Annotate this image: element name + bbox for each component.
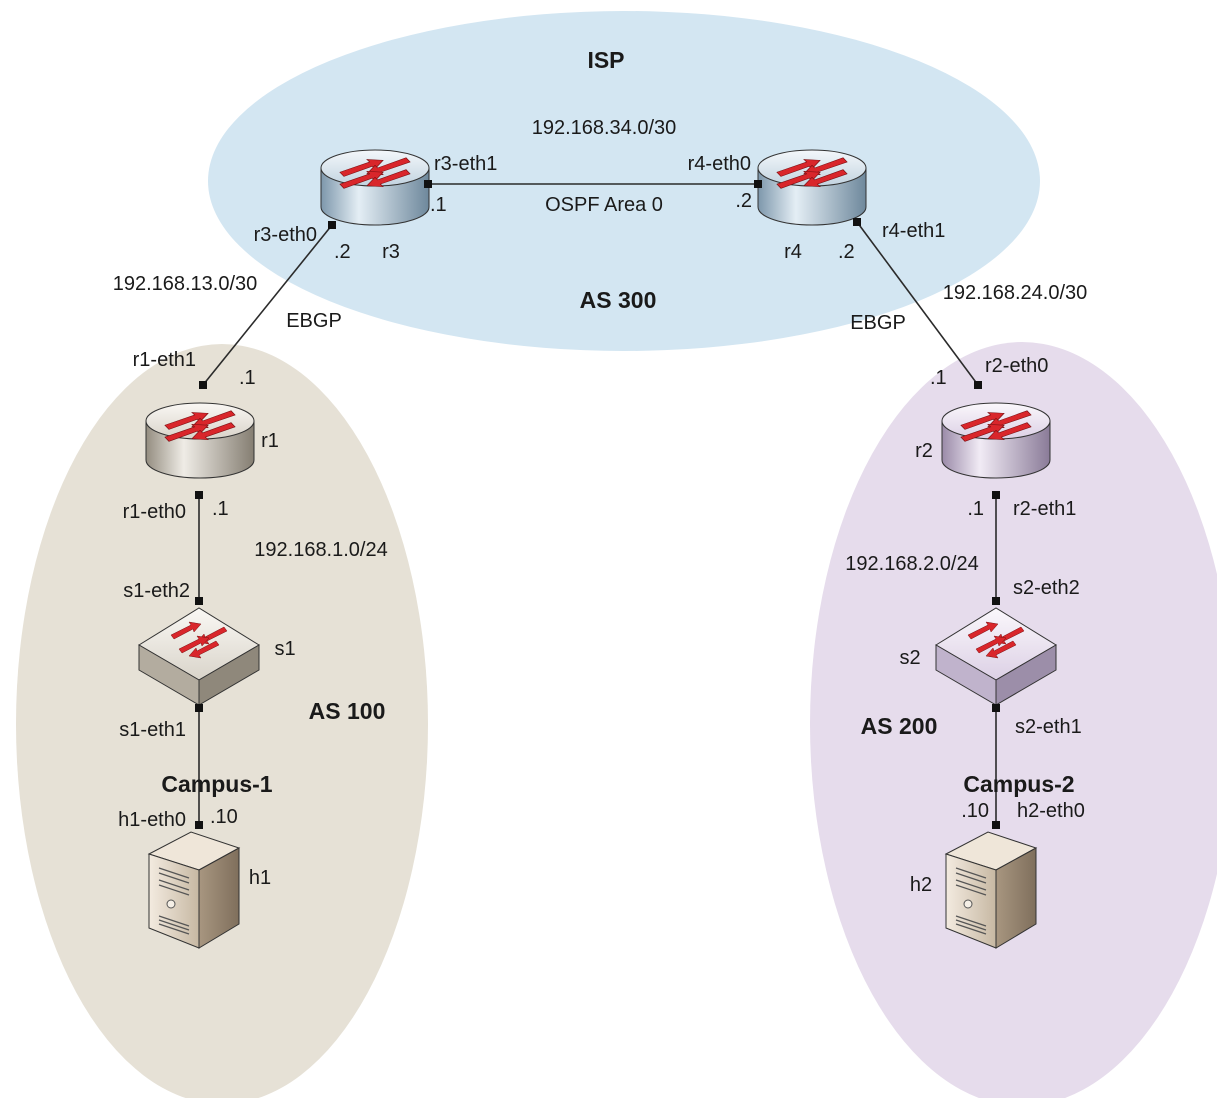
ip-h2-eth0: .10: [961, 800, 989, 822]
subnet-r3-r4: 192.168.34.0/30: [532, 117, 677, 139]
subnet-r3-r1: 192.168.13.0/30: [113, 273, 258, 295]
router-r1-icon: [145, 402, 255, 479]
ip-r4-eth1: .2: [838, 241, 855, 263]
link-r4-r2: [856, 221, 979, 386]
ip-r2-eth1: .1: [967, 498, 984, 520]
if-r4-eth0: r4-eth0: [688, 153, 751, 175]
campus1-as-label: AS 100: [309, 698, 386, 724]
campus2-title: Campus-2: [963, 771, 1074, 797]
r3-name: r3: [382, 241, 400, 263]
host-h1-icon: [147, 831, 241, 949]
if-s1-eth2: s1-eth2: [123, 580, 190, 602]
port-r1-eth1: [199, 381, 207, 389]
if-h1-eth0: h1-eth0: [118, 809, 186, 831]
if-r3-eth1: r3-eth1: [434, 153, 497, 175]
subnet-r4-r2: 192.168.24.0/30: [943, 282, 1088, 304]
if-h2-eth0: h2-eth0: [1017, 800, 1085, 822]
subnet-r1-s1: 192.168.1.0/24: [254, 539, 387, 561]
port-r1-eth0: [195, 491, 203, 499]
r2-name: r2: [915, 440, 933, 462]
if-s2-eth1: s2-eth1: [1015, 716, 1082, 738]
if-r1-eth0: r1-eth0: [123, 501, 186, 523]
isp-region: [208, 11, 1040, 351]
host-h2-icon: [944, 831, 1038, 949]
isp-title: ISP: [587, 47, 624, 73]
link-r3-r1: [202, 224, 333, 386]
port-s2-eth2: [992, 597, 1000, 605]
port-r4-eth0: [754, 180, 762, 188]
port-s1-eth2: [195, 597, 203, 605]
ip-r3-eth0: .2: [334, 241, 351, 263]
port-h2-eth0: [992, 821, 1000, 829]
ip-r4-eth0: .2: [735, 190, 752, 212]
router-r4-icon: [757, 149, 867, 226]
port-r2-eth1: [992, 491, 1000, 499]
if-r2-eth0: r2-eth0: [985, 355, 1048, 377]
h1-name: h1: [249, 867, 271, 889]
switch-s1-icon: [138, 607, 260, 706]
port-r2-eth0: [974, 381, 982, 389]
router-r2-icon: [941, 402, 1051, 479]
h2-name: h2: [910, 874, 932, 896]
ip-h1-eth0: .10: [210, 806, 238, 828]
port-r3-eth0: [328, 221, 336, 229]
port-h1-eth0: [195, 821, 203, 829]
campus2-as-label: AS 200: [861, 713, 938, 739]
r4-name: r4: [784, 241, 802, 263]
port-s2-eth1: [992, 704, 1000, 712]
campus1-region: [16, 344, 428, 1098]
if-s2-eth2: s2-eth2: [1013, 577, 1080, 599]
port-s1-eth1: [195, 704, 203, 712]
isp-as-label: AS 300: [580, 287, 657, 313]
if-r4-eth1: r4-eth1: [882, 220, 945, 242]
campus1-title: Campus-1: [161, 771, 272, 797]
port-r3-eth1: [424, 180, 432, 188]
switch-s2-icon: [935, 607, 1057, 706]
ip-r1-eth1: .1: [239, 367, 256, 389]
if-r1-eth1: r1-eth1: [133, 349, 196, 371]
s1-name: s1: [274, 638, 295, 660]
protocol-r4-r2: EBGP: [850, 312, 906, 334]
subnet-r2-s2: 192.168.2.0/24: [845, 553, 978, 575]
protocol-r3-r4: OSPF Area 0: [545, 194, 663, 216]
if-s1-eth1: s1-eth1: [119, 719, 186, 741]
router-r3-icon: [320, 149, 430, 226]
s2-name: s2: [899, 647, 920, 669]
port-r4-eth1: [853, 218, 861, 226]
ip-r3-eth1: .1: [430, 194, 447, 216]
if-r3-eth0: r3-eth0: [254, 224, 317, 246]
protocol-r3-r1: EBGP: [286, 310, 342, 332]
campus2-region: [810, 342, 1217, 1098]
if-r2-eth1: r2-eth1: [1013, 498, 1076, 520]
ip-r2-eth0: .1: [930, 367, 947, 389]
ip-r1-eth0: .1: [212, 498, 229, 520]
r1-name: r1: [261, 430, 279, 452]
